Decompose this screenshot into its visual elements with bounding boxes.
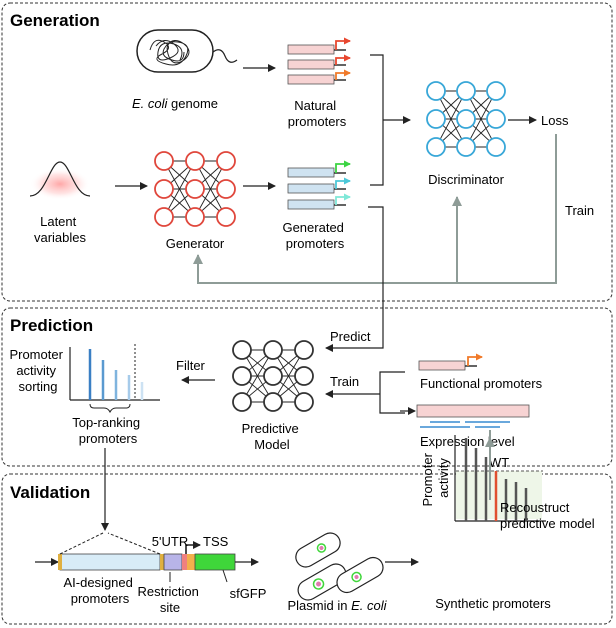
train-label-prediction: Train (330, 374, 359, 389)
network-node (294, 366, 314, 386)
wt-label: WT (489, 455, 509, 470)
tss-label: TSS (203, 534, 229, 549)
bacteria-plasmid-icon (295, 532, 384, 601)
network-node (216, 179, 236, 199)
network-node (154, 179, 174, 199)
network-node (294, 340, 314, 360)
network-node (216, 151, 236, 171)
generator-label: Generator (166, 236, 225, 251)
reconstruct-label: Recoustruct predictive model (500, 500, 595, 531)
network-node (486, 109, 506, 129)
latent-variables-label: Latent variables (34, 214, 87, 245)
train-label-generation: Train (565, 203, 594, 218)
functional-promoter-icon (418, 353, 483, 371)
plasmid-label: Plasmid in E. coli (288, 598, 388, 613)
network-node (426, 137, 446, 157)
utr-label: 5'UTR (152, 534, 188, 549)
genome-label: E. coli genome (132, 96, 218, 111)
predictive-model-label: Predictive Model (242, 421, 303, 452)
arrow-natural-to-discriminator (370, 54, 384, 186)
generator-network-icon (154, 151, 236, 227)
natural-promoters-label: Natural promoters (288, 98, 347, 129)
network-node (185, 179, 205, 199)
activity-sorting-chart (69, 344, 160, 414)
generated-promoters-label: Generated promoters (282, 220, 347, 251)
section-title-generation: Generation (10, 11, 100, 30)
promoter-activity-label: Promoter activity (420, 449, 451, 506)
plasmid-construct-icon (35, 532, 259, 583)
network-node (232, 392, 252, 412)
network-edge (241, 349, 274, 403)
network-node (154, 151, 174, 171)
predictive-model-network-icon (232, 340, 314, 412)
latent-gaussian-icon (29, 161, 91, 200)
network-node (426, 109, 446, 129)
network-node (486, 137, 506, 157)
network-edge (194, 160, 227, 218)
top-ranking-label: Top-ranking promoters (72, 415, 144, 446)
expression-level-icon (400, 404, 530, 428)
network-edge (465, 90, 497, 148)
ecoli-genome-icon (136, 29, 238, 73)
discriminator-network-icon (426, 81, 506, 157)
network-edge (163, 160, 196, 218)
network-edge (272, 349, 305, 403)
sfgfp-label: sfGFP (230, 586, 267, 601)
network-node (263, 366, 283, 386)
network-node (263, 340, 283, 360)
network-node (185, 151, 205, 171)
arrow-generated-to-predict (325, 206, 384, 352)
discriminator-label: Discriminator (428, 172, 505, 187)
validation-frame (1, 473, 613, 625)
generation-frame (1, 2, 613, 302)
ai-designed-label: AI-designed promoters (63, 575, 136, 606)
train-bracket-prediction (379, 371, 405, 414)
generated-promoters-icon (287, 160, 351, 210)
filter-label: Filter (176, 358, 206, 373)
network-node (456, 109, 476, 129)
network-node (486, 81, 506, 101)
synthetic-promoters-label: Synthetic promoters (435, 596, 551, 611)
section-title-prediction: Prediction (10, 316, 93, 335)
network-node (185, 207, 205, 227)
network-node (456, 81, 476, 101)
network-node (232, 366, 252, 386)
train-feedback-line (193, 134, 557, 284)
functional-promoters-label: Functional promoters (420, 376, 543, 391)
network-edge (435, 90, 467, 148)
network-node (294, 392, 314, 412)
prediction-frame (1, 307, 613, 467)
network-node (232, 340, 252, 360)
predict-label: Predict (330, 329, 371, 344)
network-node (426, 81, 446, 101)
network-node (263, 392, 283, 412)
expression-level-label: Expression level (420, 434, 515, 449)
loss-label: Loss (541, 113, 569, 128)
restriction-site-label: Restriction site (137, 584, 202, 615)
network-node (154, 207, 174, 227)
natural-promoters-icon (287, 37, 351, 85)
sorting-label: Promoter activity sorting (9, 347, 66, 394)
section-title-validation: Validation (10, 483, 90, 502)
network-node (216, 207, 236, 227)
network-node (456, 137, 476, 157)
synthetic-activity-chart (454, 435, 546, 522)
